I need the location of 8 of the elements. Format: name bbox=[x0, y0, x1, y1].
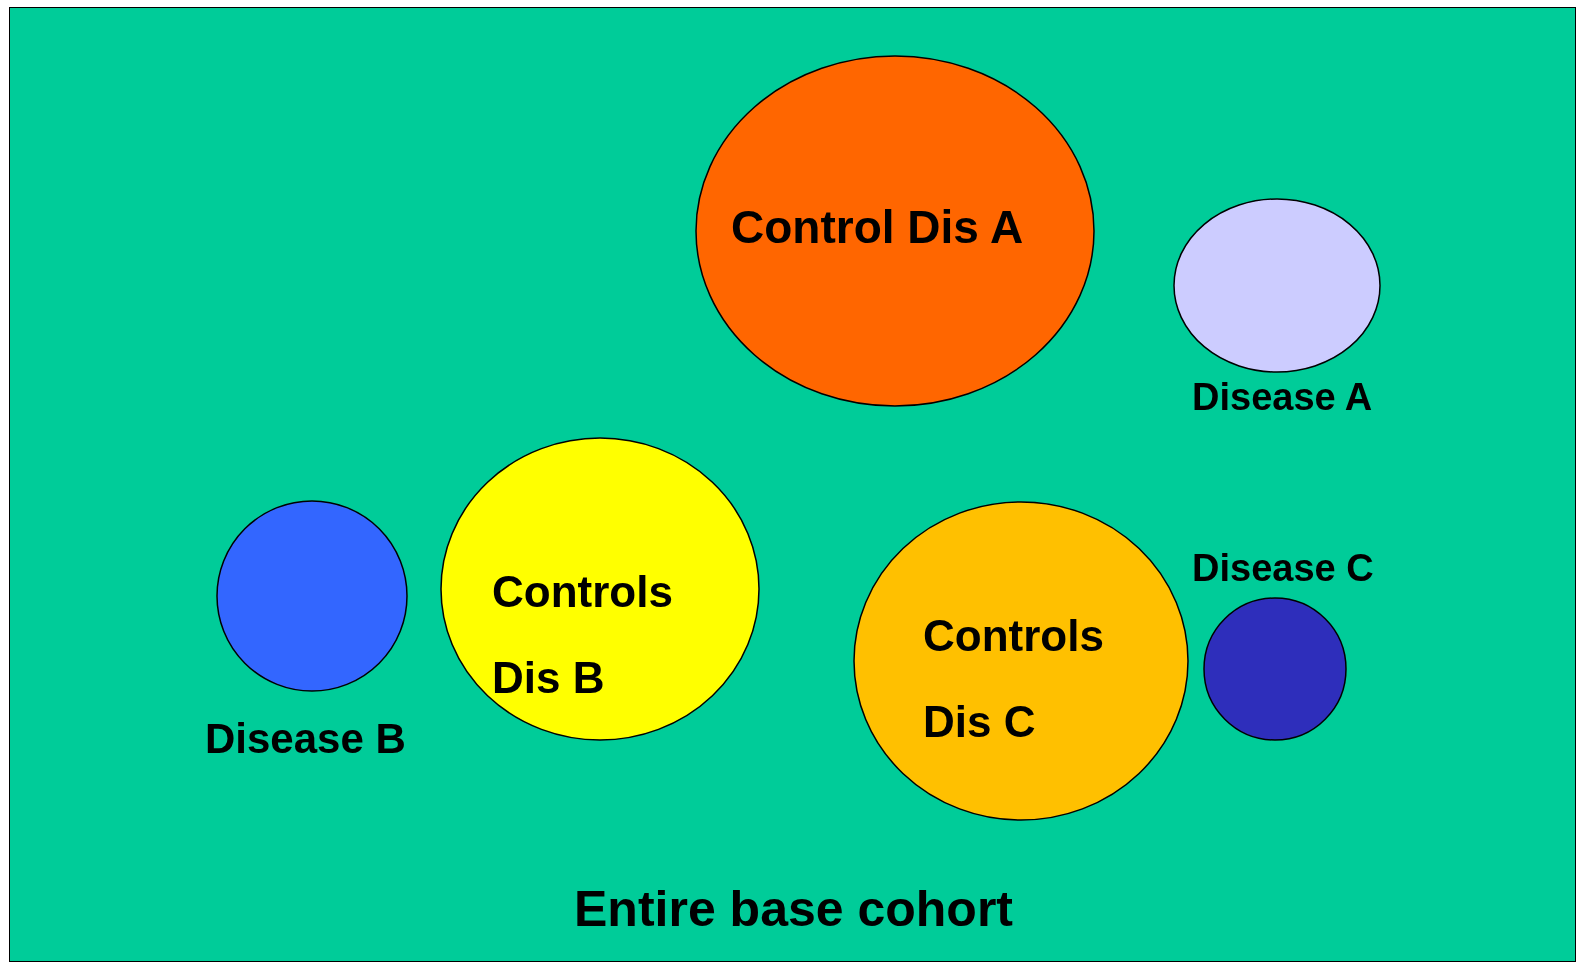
group-label: Disease B bbox=[205, 715, 406, 763]
group-label: Disease C bbox=[1192, 547, 1374, 590]
cohort-panel bbox=[9, 7, 1576, 962]
group-label: Control Dis A bbox=[731, 200, 1024, 254]
group-label: Disease A bbox=[1192, 376, 1373, 419]
panel-title: Entire base cohort bbox=[573, 880, 1014, 938]
group-label: Controls Dis B bbox=[492, 566, 674, 704]
group-label: Controls Dis C bbox=[923, 610, 1105, 748]
